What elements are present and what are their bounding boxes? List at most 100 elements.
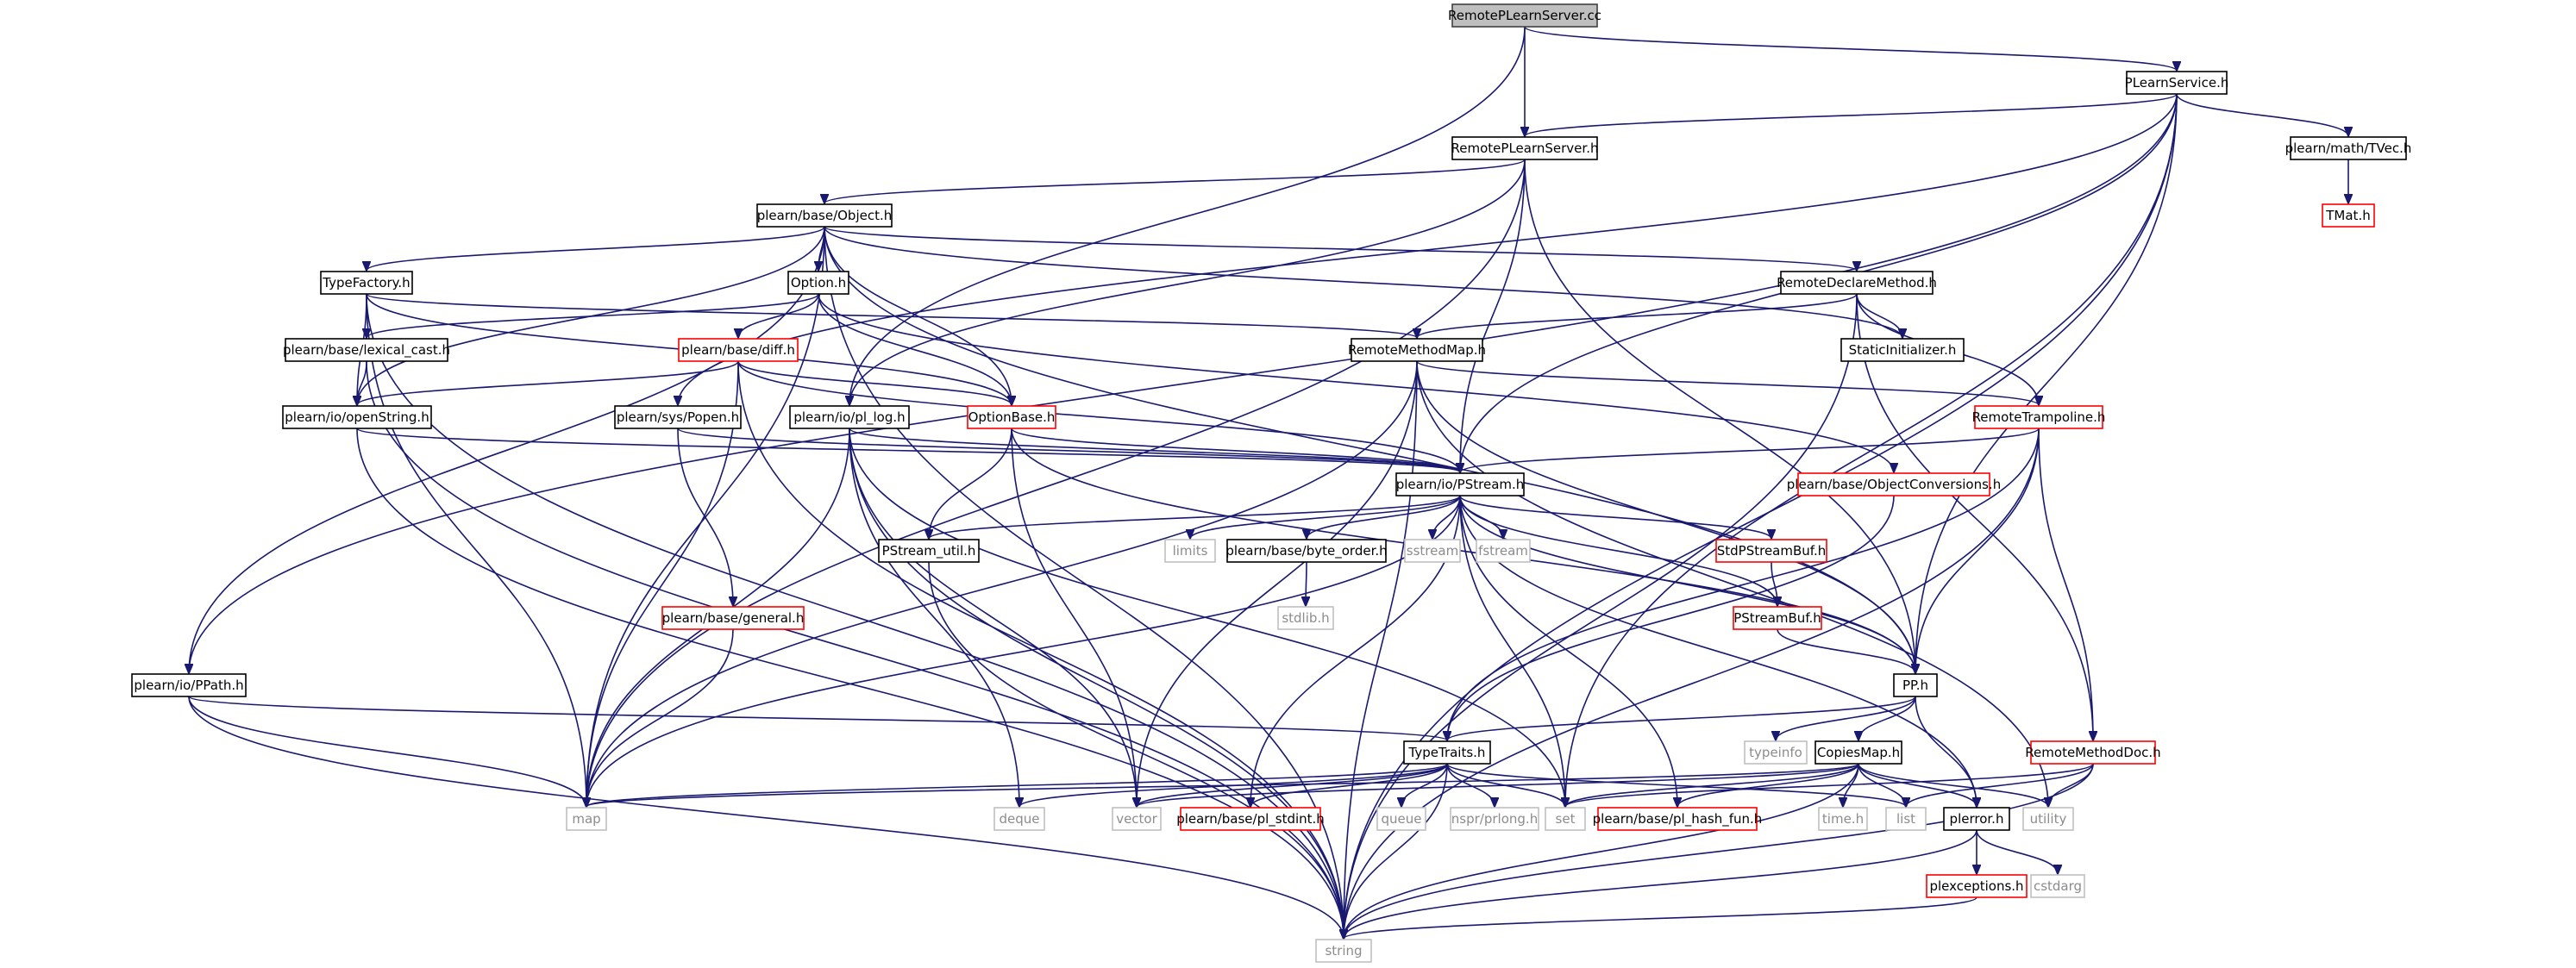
node-label: StdPStreamBuf.h bbox=[1717, 543, 1827, 559]
edge-pp-to-typeinfo bbox=[1776, 696, 1916, 740]
node-label: PP.h bbox=[1902, 678, 1928, 693]
node-openstring[interactable]: plearn/io/openString.h bbox=[282, 405, 432, 429]
node-box bbox=[2022, 807, 2074, 831]
node-rtramp[interactable]: RemoteTrampoline.h bbox=[1972, 405, 2106, 429]
edge-pstream-to-limits bbox=[1190, 495, 1461, 539]
edge-pstreamutil-to-string bbox=[928, 561, 1344, 939]
node-timeh[interactable]: time.h bbox=[1818, 807, 1868, 831]
node-string[interactable]: string bbox=[1315, 939, 1372, 963]
node-pp[interactable]: PP.h bbox=[1893, 673, 1938, 697]
edge-rdm-to-string bbox=[1344, 293, 1858, 939]
node-list[interactable]: list bbox=[1885, 807, 1927, 831]
node-box bbox=[1180, 807, 1321, 831]
edge-rmm-to-vector bbox=[1137, 360, 1418, 807]
node-label: sstream bbox=[1407, 543, 1458, 559]
node-plerror[interactable]: plerror.h bbox=[1943, 807, 2010, 831]
edge-typefactory-to-string bbox=[366, 293, 1344, 939]
node-box bbox=[1404, 539, 1461, 563]
node-label: RemoteTrampoline.h bbox=[1972, 409, 2106, 425]
node-box bbox=[1780, 271, 1934, 295]
node-label: RemoteMethodDoc.h bbox=[2025, 745, 2160, 760]
node-limits[interactable]: limits bbox=[1164, 539, 1216, 563]
node-pllog[interactable]: plearn/io/pl_log.h bbox=[789, 405, 910, 429]
edge-object-to-ppath bbox=[189, 226, 825, 673]
node-box bbox=[131, 673, 247, 697]
node-label: stdlib.h bbox=[1282, 610, 1329, 626]
node-typetraits[interactable]: TypeTraits.h bbox=[1403, 740, 1491, 765]
edge-object-to-rdm bbox=[824, 226, 1857, 271]
node-label: time.h bbox=[1822, 811, 1864, 827]
node-fstream[interactable]: fstream bbox=[1476, 539, 1531, 563]
node-label: PStreamBuf.h bbox=[1733, 610, 1821, 626]
node-tmat[interactable]: TMat.h bbox=[2322, 203, 2375, 228]
node-stdlib[interactable]: stdlib.h bbox=[1277, 606, 1334, 630]
edge-rmdoc-to-set bbox=[1565, 763, 2094, 807]
node-rmm[interactable]: RemoteMethodMap.h bbox=[1348, 338, 1486, 362]
edge-pllog-to-set bbox=[849, 428, 1565, 807]
node-box bbox=[285, 338, 448, 362]
node-psb[interactable]: PStreamBuf.h bbox=[1733, 606, 1822, 630]
edge-plearnservice-to-ppath bbox=[189, 93, 2178, 673]
edge-plerror-to-cstdarg bbox=[1976, 829, 2058, 874]
node-plstdint[interactable]: plearn/base/pl_stdint.h bbox=[1176, 807, 1325, 831]
node-nsprlong[interactable]: nspr/prlong.h bbox=[1450, 807, 1539, 831]
node-pstreamutil[interactable]: PStream_util.h bbox=[878, 539, 980, 563]
node-hashfun[interactable]: plearn/base/pl_hash_fun.h bbox=[1593, 807, 1763, 831]
edge-typetraits-to-string bbox=[1344, 763, 1448, 939]
edge-openstring-to-pstream bbox=[356, 428, 1460, 472]
node-copiesmap[interactable]: CopiesMap.h bbox=[1814, 740, 1902, 765]
node-objconv[interactable]: plearn/base/ObjectConversions.h bbox=[1787, 472, 2001, 496]
node-label: plearn/base/pl_hash_fun.h bbox=[1593, 811, 1763, 827]
node-byteorder[interactable]: plearn/base/byte_order.h bbox=[1225, 539, 1388, 563]
node-label: OptionBase.h bbox=[968, 409, 1056, 425]
node-pstream[interactable]: plearn/io/PStream.h bbox=[1395, 472, 1525, 496]
node-box bbox=[1885, 807, 1927, 831]
node-box bbox=[2322, 203, 2375, 228]
edge-pllog-to-vector bbox=[849, 428, 1137, 807]
node-sstream[interactable]: sstream bbox=[1404, 539, 1461, 563]
node-label: plerror.h bbox=[1950, 811, 2004, 827]
node-cstdarg[interactable]: cstdarg bbox=[2030, 874, 2085, 898]
node-ppath[interactable]: plearn/io/PPath.h bbox=[131, 673, 247, 697]
node-rdm[interactable]: RemoteDeclareMethod.h bbox=[1777, 271, 1937, 295]
edge-typefactory-to-rmm bbox=[366, 293, 1417, 338]
node-label: TMat.h bbox=[2325, 208, 2370, 223]
node-rps[interactable]: RemotePLearnServer.h bbox=[1451, 136, 1599, 160]
node-lexical[interactable]: plearn/base/lexical_cast.h bbox=[283, 338, 450, 362]
edge-general-to-map bbox=[586, 628, 734, 807]
node-stdpsb[interactable]: StdPStreamBuf.h bbox=[1715, 539, 1827, 563]
node-diff[interactable]: plearn/base/diff.h bbox=[678, 338, 799, 362]
node-box bbox=[1715, 539, 1827, 563]
node-utility[interactable]: utility bbox=[2022, 807, 2074, 831]
node-tvec[interactable]: plearn/math/TVec.h bbox=[2285, 136, 2412, 160]
edge-option-to-objconv bbox=[818, 293, 1894, 472]
node-popen[interactable]: plearn/sys/Popen.h bbox=[614, 405, 742, 429]
edge-rmdoc-to-string bbox=[1344, 763, 2094, 939]
node-deque[interactable]: deque bbox=[993, 807, 1045, 831]
node-box bbox=[614, 405, 742, 429]
node-option[interactable]: Option.h bbox=[787, 271, 849, 295]
node-map[interactable]: map bbox=[566, 807, 607, 831]
edge-pstream-to-hashfun bbox=[1459, 495, 1677, 807]
node-rmdoc[interactable]: RemoteMethodDoc.h bbox=[2025, 740, 2161, 765]
edge-rps-to-pp bbox=[1524, 159, 1915, 673]
node-box bbox=[1351, 338, 1483, 362]
edge-rdm-to-rmm bbox=[1417, 293, 1858, 338]
node-typefactory[interactable]: TypeFactory.h bbox=[320, 271, 413, 295]
node-box bbox=[1451, 3, 1598, 28]
node-plexceptions[interactable]: plexceptions.h bbox=[1926, 874, 2028, 898]
node-root[interactable]: RemotePLearnServer.cc bbox=[1448, 3, 1601, 28]
node-optionbase[interactable]: OptionBase.h bbox=[967, 405, 1056, 429]
node-general[interactable]: plearn/base/general.h bbox=[661, 606, 805, 630]
node-set[interactable]: set bbox=[1545, 807, 1586, 831]
node-typeinfo[interactable]: typeinfo bbox=[1744, 740, 1808, 765]
edge-optionbase-to-pstream bbox=[1011, 428, 1460, 472]
edge-optionbase-to-pstreamutil bbox=[929, 428, 1012, 539]
node-object[interactable]: plearn/base/Object.h bbox=[756, 203, 893, 228]
node-queue[interactable]: queue bbox=[1376, 807, 1426, 831]
node-plearnservice[interactable]: PLearnService.h bbox=[2125, 71, 2229, 95]
node-staticinit[interactable]: StaticInitializer.h bbox=[1840, 338, 1965, 362]
node-vector[interactable]: vector bbox=[1112, 807, 1162, 831]
node-box bbox=[566, 807, 607, 831]
edge-rps-to-object bbox=[824, 159, 1526, 203]
